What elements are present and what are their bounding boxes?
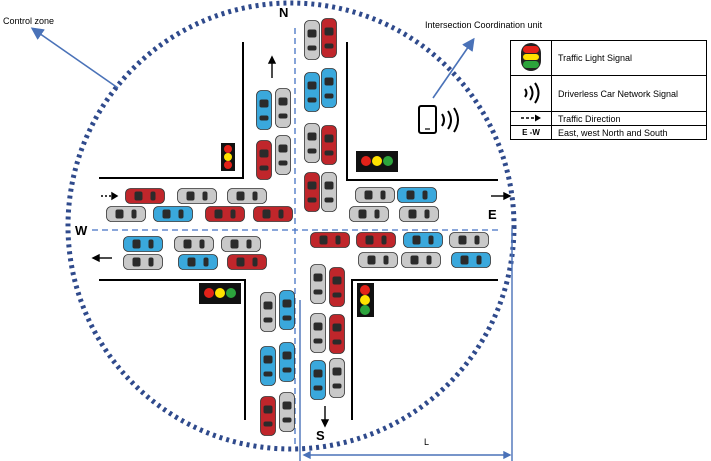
car: [304, 172, 320, 212]
car: [321, 172, 337, 212]
car: [275, 88, 291, 128]
car: [253, 206, 293, 222]
network-signal-icon: [510, 75, 552, 112]
length-dimension: [299, 228, 513, 461]
car: [399, 206, 439, 222]
car: [106, 206, 146, 222]
lane-dividers: [92, 28, 500, 444]
traffic-light-icon: [510, 40, 552, 76]
car: [227, 254, 267, 270]
north-label: N: [279, 5, 289, 20]
car: [358, 252, 398, 268]
legend-row: Traffic Light Signal: [510, 40, 707, 76]
car: [310, 360, 326, 400]
legend-row: E -W East, west North and South: [510, 125, 707, 140]
car: [321, 125, 337, 165]
traffic-light-icon: [356, 151, 398, 172]
car: [153, 206, 193, 222]
car: [279, 392, 295, 432]
control-zone-boundary: [65, 0, 517, 452]
car: [260, 396, 276, 436]
traffic-light-icon: [199, 283, 241, 304]
control-zone-label: Control zone: [3, 16, 55, 26]
car: [221, 236, 261, 252]
direction-arrow-icon: [510, 111, 552, 126]
car: [310, 264, 326, 304]
car: [178, 254, 218, 270]
car: [401, 252, 441, 268]
vehicles: [106, 18, 491, 436]
south-label: S: [316, 428, 325, 443]
legend-text: Traffic Direction: [551, 111, 707, 126]
car: [449, 232, 489, 248]
car: [397, 187, 437, 203]
car: [275, 135, 291, 175]
car: [279, 342, 295, 382]
legend-text: Traffic Light Signal: [551, 40, 707, 76]
car: [310, 313, 326, 353]
traffic-light-icon: [221, 143, 235, 171]
car: [304, 123, 320, 163]
legend-text: East, west North and South: [551, 125, 707, 140]
legend-row: Driverless Car Network Signal: [510, 75, 707, 112]
traffic-light-icon: [357, 283, 374, 317]
car: [260, 346, 276, 386]
car: [356, 232, 396, 248]
car: [451, 252, 491, 268]
car: [256, 90, 272, 130]
car: [321, 18, 337, 58]
car: [123, 254, 163, 270]
car: [329, 314, 345, 354]
car: [355, 187, 395, 203]
car: [321, 68, 337, 108]
traffic-direction-arrows: [91, 55, 512, 428]
car: [329, 267, 345, 307]
car: [205, 206, 245, 222]
car: [125, 188, 165, 204]
car: [304, 72, 320, 112]
car: [349, 206, 389, 222]
car: [256, 140, 272, 180]
west-label: W: [75, 223, 88, 238]
length-label: L: [424, 437, 430, 447]
legend-direction-code: E -W: [510, 125, 552, 140]
coordination-unit-phone-icon: [418, 105, 459, 134]
coordination-unit-pointer: [432, 37, 475, 99]
car: [304, 20, 320, 60]
car: [329, 358, 345, 398]
car: [403, 232, 443, 248]
legend-row: Traffic Direction: [510, 111, 707, 126]
car: [260, 292, 276, 332]
coordination-unit-label: Intersection Coordination unit: [425, 20, 543, 30]
car: [227, 188, 267, 204]
car: [123, 236, 163, 252]
legend-text: Driverless Car Network Signal: [551, 75, 707, 112]
road-curbs: [99, 42, 498, 420]
car: [310, 232, 350, 248]
car: [279, 290, 295, 330]
control-zone-pointer: [30, 27, 119, 89]
east-label: E: [488, 207, 497, 222]
legend: Traffic Light Signal Driverless Car Netw…: [510, 40, 707, 140]
car: [177, 188, 217, 204]
car: [174, 236, 214, 252]
